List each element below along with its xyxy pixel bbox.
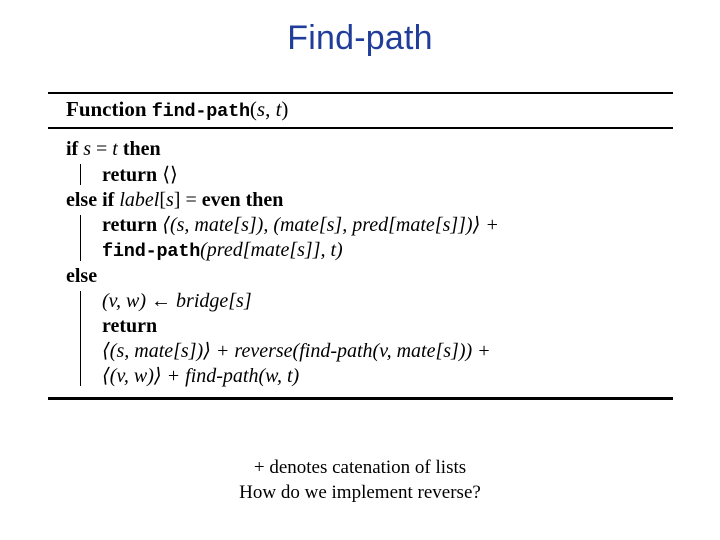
algorithm-mid-rule bbox=[48, 126, 673, 129]
note-catenation: + denotes catenation of lists bbox=[253, 457, 467, 478]
signature-arg-s: s bbox=[256, 97, 266, 121]
elseif-body-block: return ⟨(s, mate[s]), (mate[s], pred[mat… bbox=[80, 213, 673, 264]
findpath-pred-call-name: find-path bbox=[102, 240, 201, 262]
code-line-return-odd-cont1: ⟨(s, mate[s])⟩ + reverse(find-path(v, ma… bbox=[102, 339, 673, 364]
signature-comma: , bbox=[265, 97, 276, 121]
empty-list-close-angle: ⟩ bbox=[170, 161, 178, 186]
code-line-findpath-pred: find-path(pred[mate[s]], t) bbox=[102, 238, 673, 264]
return-odd-expression-part2: ⟨(v, w)⟩ + find-path(w, t) bbox=[102, 364, 300, 387]
if-equals: = bbox=[91, 137, 113, 160]
signature-arg-t: t bbox=[275, 97, 282, 121]
algorithm-body: if s = t then return ⟨⟩ else if label[s]… bbox=[48, 129, 673, 397]
code-line-return-empty: return ⟨⟩ bbox=[102, 162, 673, 188]
elseif-equals: = bbox=[180, 188, 202, 211]
return-keyword: return bbox=[102, 163, 158, 186]
code-line-elseif: else if label[s] = even then bbox=[66, 188, 673, 213]
else-keyword: else bbox=[66, 264, 98, 287]
code-line-else: else bbox=[66, 264, 673, 289]
if-var-t: t bbox=[112, 137, 118, 160]
function-name: find-path bbox=[151, 101, 250, 122]
code-line-return-even: return ⟨(s, mate[s]), (mate[s], pred[mat… bbox=[102, 213, 673, 238]
code-line-if: if s = t then bbox=[66, 137, 673, 162]
page-title: Find-path bbox=[287, 19, 433, 57]
elseif-bracket-open: [ bbox=[159, 188, 166, 211]
elseif-then-keyword: then bbox=[245, 188, 284, 211]
function-keyword: Function bbox=[66, 97, 147, 121]
return-odd-keyword: return bbox=[102, 314, 158, 337]
else-body-block: (v, w) ← bridge[s] return ⟨(s, mate[s])⟩… bbox=[80, 289, 673, 389]
if-body-block: return ⟨⟩ bbox=[80, 162, 673, 188]
even-keyword: even bbox=[201, 188, 241, 211]
code-line-return-odd-cont2: ⟨(v, w)⟩ + find-path(w, t) bbox=[102, 364, 673, 389]
return-even-keyword: return bbox=[102, 213, 158, 236]
elseif-bracket-close: ] bbox=[173, 188, 181, 211]
algorithm-top-rule bbox=[48, 92, 673, 94]
if-keyword: if bbox=[66, 137, 79, 160]
empty-list-open-angle: ⟨ bbox=[162, 161, 170, 186]
algorithm-signature: Function find-path(s, t) bbox=[48, 94, 673, 127]
else-if-keyword: else if bbox=[66, 188, 115, 211]
algorithm-block: Function find-path(s, t) if s = t then r… bbox=[48, 92, 673, 400]
algorithm-bottom-rule bbox=[48, 396, 673, 400]
then-keyword: then bbox=[122, 137, 161, 160]
return-odd-expression-part1: ⟨(s, mate[s])⟩ + reverse(find-path(v, ma… bbox=[102, 339, 491, 362]
signature-close-paren: ) bbox=[281, 97, 289, 121]
if-var-s: s bbox=[83, 137, 92, 160]
signature-open-paren: ( bbox=[249, 97, 257, 121]
findpath-pred-args: (pred[mate[s]], t) bbox=[200, 238, 343, 261]
elseif-index-s: s bbox=[165, 188, 174, 211]
elseif-label-var: label bbox=[119, 188, 160, 211]
return-even-expression: ⟨(s, mate[s]), (mate[s], pred[mate[s]])⟩… bbox=[162, 213, 499, 236]
note-reverse-question: How do we implement reverse? bbox=[239, 482, 481, 503]
code-line-bridge: (v, w) ← bridge[s] bbox=[102, 289, 673, 314]
footer-notes: + denotes catenation of lists How do we … bbox=[0, 455, 720, 505]
bridge-assignment-expression: (v, w) ← bridge[s] bbox=[102, 289, 252, 312]
code-line-return-odd: return bbox=[102, 314, 673, 339]
